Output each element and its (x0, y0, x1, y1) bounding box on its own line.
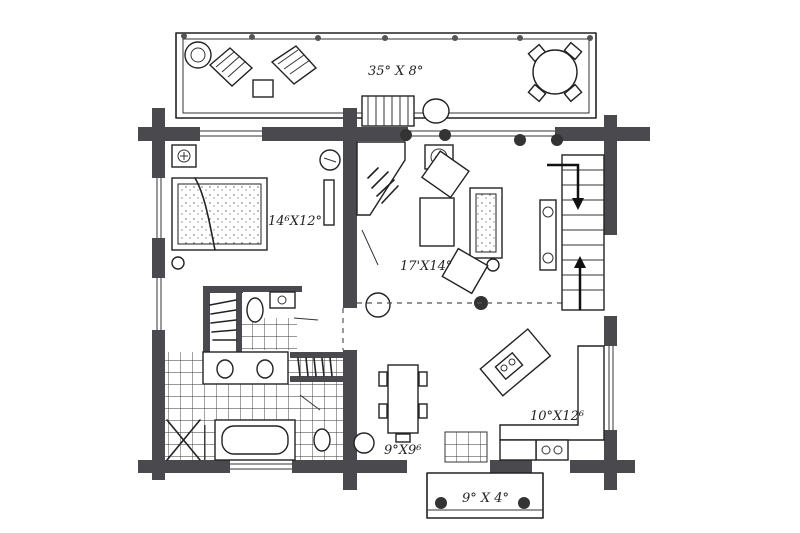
bath-toilet (313, 428, 331, 452)
wood-stove-side (319, 149, 341, 171)
toilet (246, 297, 264, 323)
fireplace (356, 141, 406, 216)
deck-chair-left (208, 47, 254, 87)
deck: 35° X 8° (175, 32, 597, 119)
sofa (469, 187, 503, 259)
living-room-dimension-label: 17'X14° (400, 259, 452, 274)
coffee-table (419, 197, 455, 247)
deck-posts (181, 33, 593, 41)
stair-arrow-down (547, 163, 580, 200)
dining-dimension-label: 9°X9⁶ (384, 443, 422, 458)
exterior-walls (138, 108, 650, 490)
front-porch: 9° X 4° (426, 472, 544, 519)
shower (166, 419, 206, 461)
porch-outline (426, 472, 544, 519)
window-lines (156, 130, 614, 470)
end-table-lamp (486, 258, 500, 272)
stair-bench (539, 199, 557, 271)
planter-pot (184, 41, 212, 69)
sink-left (216, 359, 234, 379)
dining-table (387, 364, 419, 434)
deck-dining-set (527, 41, 583, 103)
entry-mat (444, 431, 488, 463)
kitchen-dimension-label: 10°X12⁶ (530, 409, 584, 424)
double-vanity (202, 351, 289, 385)
dishwasher (499, 439, 537, 461)
toilet-room (242, 286, 319, 350)
side-table (252, 79, 274, 98)
dining-area: 9°X9⁶ (353, 364, 488, 463)
kitchen-counter (499, 345, 605, 461)
deck-chair (361, 95, 450, 127)
deck-dimension-label: 35° X 8° (368, 64, 423, 79)
dining-planter (353, 432, 375, 454)
porch-post-left (435, 497, 447, 509)
bathtub (214, 419, 296, 461)
living-room: 17'X14° (319, 95, 604, 318)
bedroom: 14⁶X12° (171, 144, 322, 270)
bedroom-dimension-label: 14⁶X12° (268, 214, 322, 229)
deck-chair-right (270, 45, 318, 85)
dining-chairs (378, 371, 428, 443)
armchair-bottom (441, 247, 489, 295)
bathroom (165, 351, 345, 461)
kitchen-island (479, 328, 552, 397)
living-door-swing (361, 229, 379, 266)
tv-console (323, 179, 335, 226)
nightstand-top (171, 144, 197, 168)
nightstand-lamp (171, 256, 185, 270)
porch-post-right (518, 497, 530, 509)
porch-dimension-label: 9° X 4° (462, 491, 509, 506)
kitchen-sink (535, 439, 569, 461)
reading-chair (365, 292, 391, 318)
staircase (539, 154, 605, 311)
kitchen: 10°X12⁶ (479, 328, 605, 461)
armchair-left (420, 150, 470, 199)
linen-closet (290, 352, 345, 382)
closet (203, 286, 243, 352)
vanity-small (269, 291, 296, 309)
bed (171, 177, 268, 251)
sink-right (256, 359, 274, 379)
